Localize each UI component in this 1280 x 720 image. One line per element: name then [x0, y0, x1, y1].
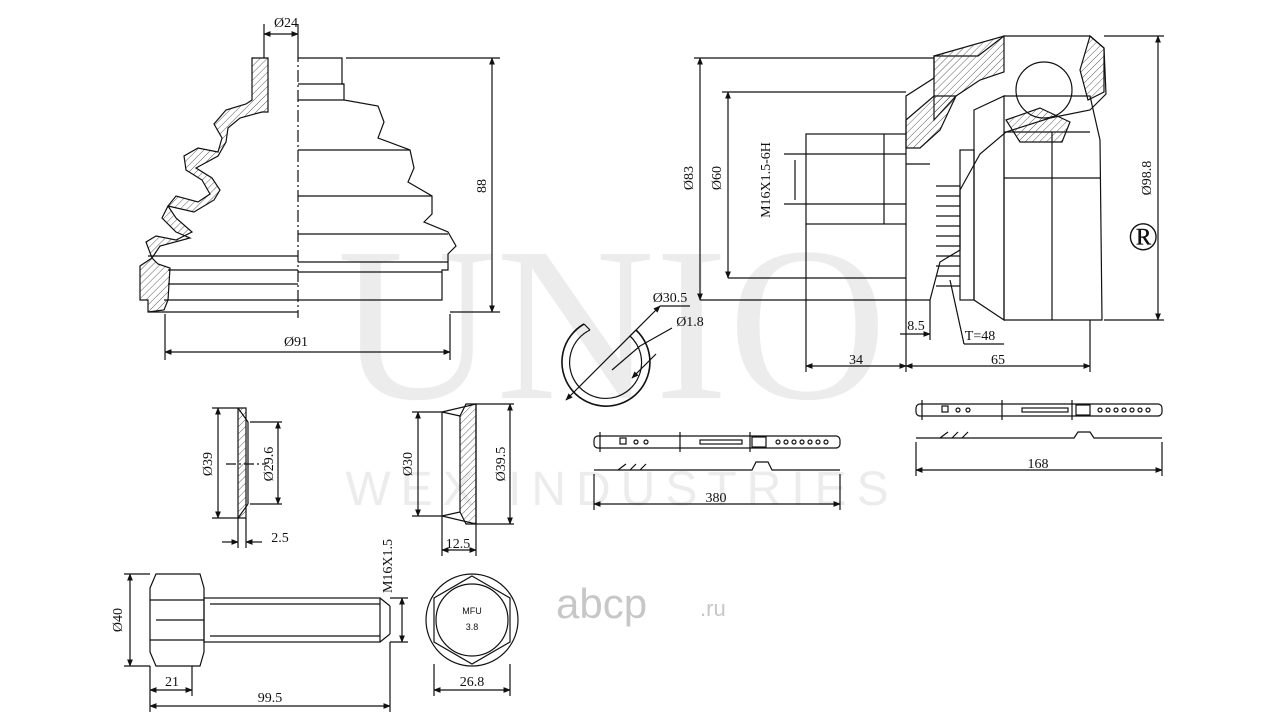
bolt-head-height-label: 21	[165, 675, 179, 690]
circlip-wire-label: Ø1.8	[676, 315, 704, 330]
joint-length-65-label: 65	[991, 353, 1005, 368]
joint-length-34-label: 34	[849, 353, 863, 368]
boot-section	[139, 57, 269, 313]
boot-bottom-diameter-label: Ø91	[284, 335, 308, 350]
bolt-marking-grade: 3.8	[466, 622, 479, 632]
bolt-marking-mfu: MFU	[462, 606, 482, 616]
washer-outer-diameter-label: Ø39	[201, 452, 216, 476]
bolt-across-flats-label: 26.8	[460, 675, 485, 690]
sleeve-inner-diameter-label: Ø30	[401, 452, 416, 476]
circlip-drawing	[561, 305, 690, 407]
bolt-head-diameter-label: Ø40	[111, 608, 126, 632]
joint-outer-diameter-label: Ø98.8	[1140, 161, 1155, 196]
watermark-company: WEX INDUSTRIES	[345, 463, 898, 516]
bolt-length-label: 99.5	[258, 691, 283, 706]
large-clamp-length-label: 380	[706, 491, 727, 506]
small-clamp-drawing	[915, 400, 1163, 476]
washer-thickness-label: 2.5	[271, 531, 289, 546]
joint-d83-label: Ø83	[682, 166, 697, 190]
small-clamp-length-label: 168	[1028, 457, 1049, 472]
boot-height-label: 88	[475, 179, 490, 193]
cv-joint-drawing	[694, 34, 1164, 372]
dimension-labels: Ø24 88 Ø91 Ø83 Ø60 M16X1.5-6H Ø98.8 8.5 …	[111, 16, 1155, 706]
abcp-watermark-tld: .ru	[700, 596, 726, 621]
washer-inner-diameter-label: Ø29.6	[262, 447, 277, 482]
large-clamp-drawing	[593, 432, 841, 510]
circlip-diameter-label: Ø30.5	[653, 291, 688, 306]
bolt-end-drawing	[425, 573, 519, 696]
joint-d60-label: Ø60	[710, 166, 725, 190]
joint-dim-8-5-label: 8.5	[907, 319, 925, 334]
joint-thread-label: M16X1.5-6H	[759, 142, 774, 218]
bolt-side-drawing	[124, 573, 408, 712]
joint-teeth-label: T=48	[965, 329, 995, 344]
abcp-watermark: abcp .ru	[556, 580, 726, 627]
sleeve-drawing	[412, 403, 514, 556]
sleeve-width-label: 12.5	[446, 537, 471, 552]
bolt-thread-label: M16X1.5	[381, 539, 396, 593]
washer-drawing	[212, 407, 282, 548]
registered-mark: ®	[1128, 214, 1158, 259]
boot-top-diameter-label: Ø24	[274, 16, 298, 31]
abcp-watermark-text: abcp	[556, 580, 647, 627]
sleeve-outer-diameter-label: Ø39.5	[494, 447, 509, 482]
cv-boot-drawing	[139, 24, 500, 360]
watermark-brand: UNIO	[337, 202, 887, 446]
